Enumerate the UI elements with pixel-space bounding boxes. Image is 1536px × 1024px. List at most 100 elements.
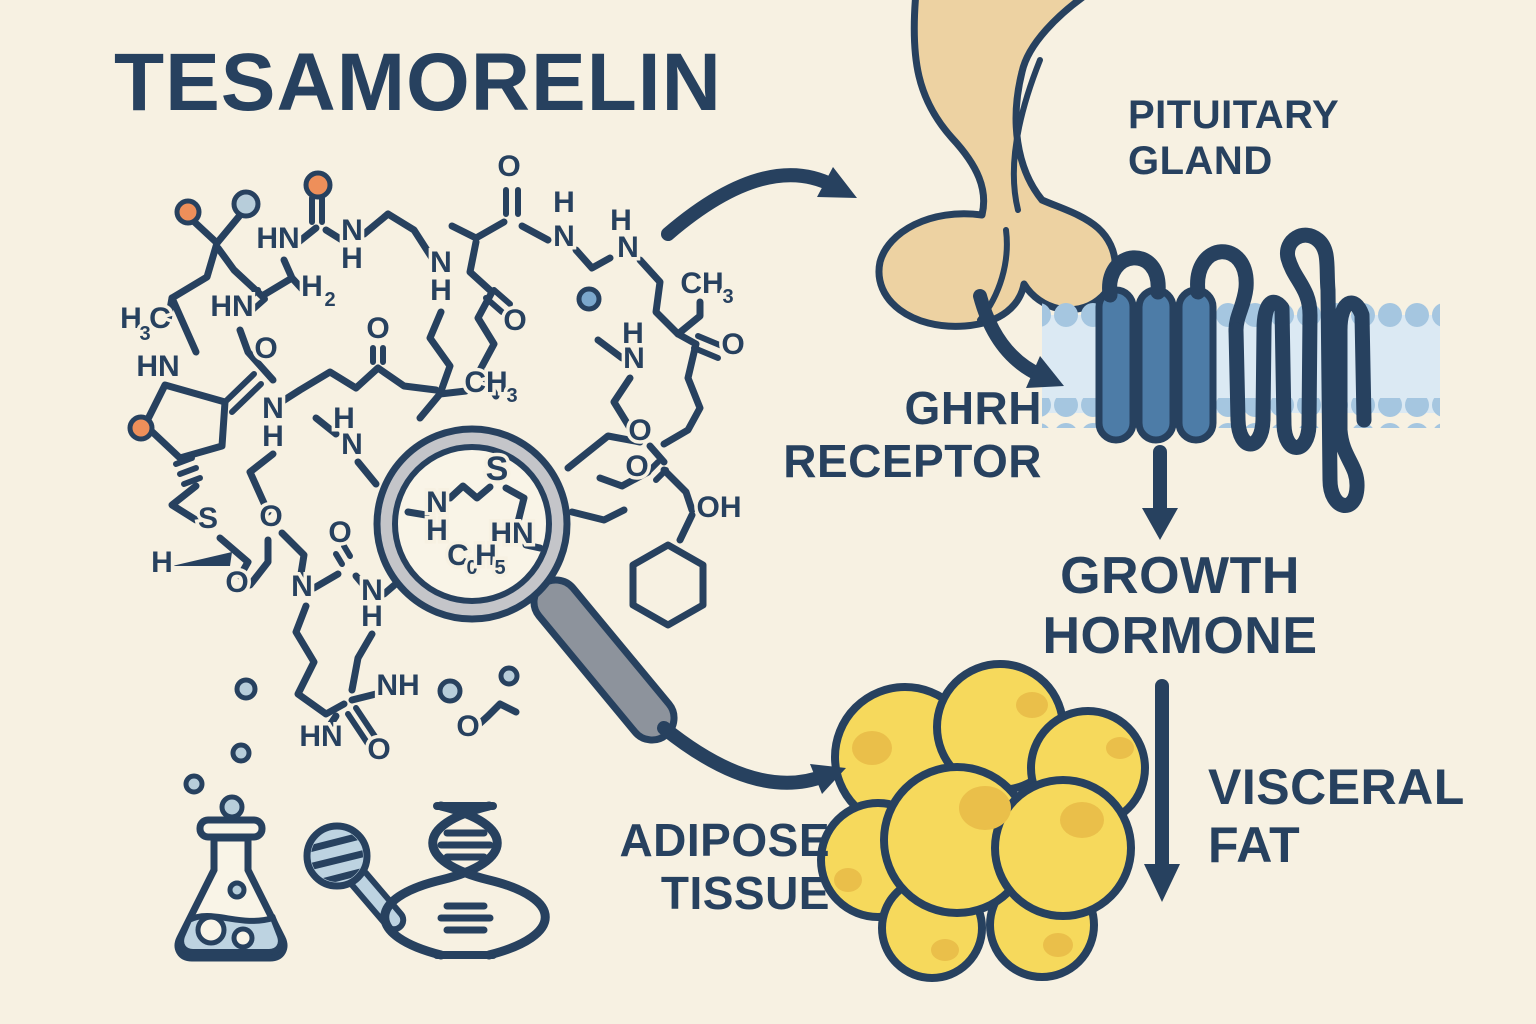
orange-atom-dot [127, 414, 155, 442]
atom-label: 0 [466, 557, 477, 579]
receptor-helix [1175, 286, 1217, 444]
blue-atom-dot [498, 665, 520, 687]
atom-label: 5 [494, 557, 505, 579]
ghrh-line2: RECEPTOR [783, 435, 1042, 488]
fat-cell-spots [834, 692, 1134, 961]
dna-icon [380, 801, 550, 960]
orange-atom-dot [174, 198, 202, 226]
atom-label: H [553, 186, 575, 219]
atom-label: O [254, 332, 277, 365]
blue-atom-dot [576, 286, 602, 312]
orange-atom-dot [303, 170, 333, 200]
flask-icon [174, 773, 288, 962]
pituitary-gland-illustration [875, 0, 1119, 330]
adipose-line2: TISSUE [660, 867, 830, 920]
blue-atom-dot [230, 742, 252, 764]
receptor-helix [1095, 286, 1137, 444]
bubble [183, 773, 205, 795]
flow-arrows [657, 167, 1180, 902]
magnifier-lens [395, 447, 549, 601]
pituitary-line2: GLAND [1128, 139, 1273, 184]
atom-label: HN [256, 222, 299, 255]
small-magnifier-icon [303, 822, 407, 933]
atom-label: C [149, 302, 171, 335]
atom-label: N [291, 570, 313, 603]
arrow-structure-to-pituitary [661, 168, 841, 241]
atom-label: O [225, 566, 248, 599]
growth-hormone-label: GROWTH HORMONE [1020, 546, 1340, 667]
blue-atom-dot [437, 678, 463, 704]
ghrh-line1: GHRH [904, 382, 1042, 434]
atom-label: H [361, 600, 383, 633]
blue-atom-dot [231, 189, 261, 219]
blue-atom-dot [234, 677, 258, 701]
atom-label: O [628, 414, 651, 447]
atom-label: H [333, 402, 355, 435]
atom-label: H [426, 514, 448, 547]
visceral-line2: FAT [1208, 817, 1301, 873]
adipose-tissue-label: ADIPOSE TISSUE [560, 814, 830, 921]
growth-line1: GROWTH [1060, 547, 1300, 605]
atom-label: H [610, 204, 632, 237]
arrow-magnifier-to-adipose [657, 721, 831, 790]
atom-label: O [367, 733, 390, 766]
atom-label: O [625, 450, 648, 483]
atom-label: 3 [722, 286, 733, 308]
bubble [227, 880, 247, 900]
atom-label: CH [680, 267, 723, 300]
atom-label: S [198, 502, 218, 535]
atom-label: N [426, 486, 448, 519]
atom-label: O [259, 500, 282, 533]
atom-dots [127, 170, 602, 764]
growth-line2: HORMONE [1042, 607, 1318, 666]
arrow-pituitary-to-receptor [973, 289, 1049, 383]
pituitary-line1: PITUITARY [1128, 93, 1340, 137]
atom-label: N [617, 231, 639, 264]
atom-label: O [503, 304, 526, 337]
atom-label: N [553, 220, 575, 253]
lens-fragment [404, 482, 544, 552]
atom-label: H [341, 242, 363, 275]
atom-label: H [151, 546, 173, 579]
atom-label: N [430, 246, 452, 279]
bubble [219, 794, 245, 820]
atom-label: HN [210, 290, 253, 323]
atom-label: O [328, 516, 351, 549]
receptor-helix [1135, 286, 1177, 444]
page-title: TESAMORELIN [114, 37, 722, 128]
atom-label: 3 [506, 385, 517, 407]
atom-label: O [721, 328, 744, 361]
atom-label: HN [299, 720, 342, 753]
atom-label: 2 [324, 289, 335, 311]
atom-label: O [497, 150, 520, 183]
atom-label: H [120, 302, 142, 335]
atom-label: S [486, 450, 509, 488]
atom-label: H [301, 270, 323, 303]
adipose-line1: ADIPOSE [619, 814, 830, 866]
atom-label: N [262, 392, 284, 425]
atom-label: N [341, 214, 363, 247]
atom-label: N [341, 428, 363, 461]
ghrh-receptor-label: GHRH RECEPTOR [770, 382, 1042, 489]
atom-label: OH [697, 491, 742, 524]
atom-label: H [622, 317, 644, 350]
atom-label: CH [464, 366, 507, 399]
visceral-line1: VISCERAL [1208, 759, 1465, 815]
atom-label: NH [376, 669, 419, 702]
adipose-tissue-illustration [817, 660, 1149, 982]
atom-label: O [456, 710, 479, 743]
atom-label: H [430, 274, 452, 307]
atom-label: H [262, 420, 284, 453]
atom-label: HN [136, 350, 179, 383]
pituitary-gland-label: PITUITARY GLAND [1128, 92, 1339, 185]
magnifier-handle [530, 576, 678, 744]
molecule-structure [141, 187, 725, 747]
visceral-fat-label: VISCERAL FAT [1208, 758, 1465, 874]
atom-label: H [475, 539, 497, 572]
atom-label: N [623, 342, 645, 375]
